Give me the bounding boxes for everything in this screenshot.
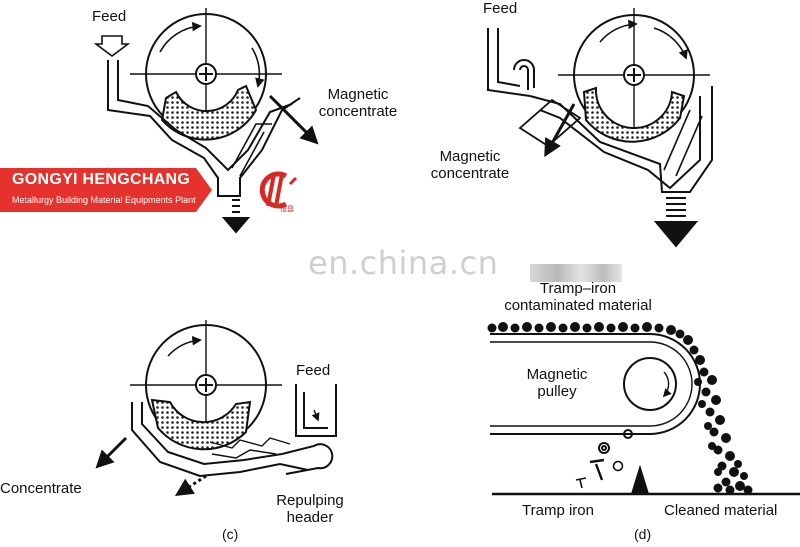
logo-caption: 恒昌: [280, 205, 294, 213]
panel-b-magnet: [582, 86, 686, 143]
panel-c-magnet: [150, 398, 252, 451]
panel-a-output-line1: Magnetic: [327, 86, 389, 103]
panel-a-tank: [107, 60, 301, 197]
panel-a-output-line2: concentrate: [318, 103, 398, 120]
banner-subtitle: Metallurgy Building Material Equipments …: [12, 195, 196, 205]
panel-c-header-label: Repulping header: [262, 492, 358, 526]
panel-a-magnet: [160, 84, 258, 141]
panel-c-header-line2: header: [286, 509, 334, 526]
panel-b-output-label: Magnetic concentrate: [418, 148, 522, 182]
watermark-blur-bar: [530, 264, 622, 282]
company-logo-icon: [259, 171, 298, 209]
panel-c-caption: (c): [222, 526, 239, 542]
panel-d-cleaned-label: Cleaned material: [664, 502, 778, 519]
panel-d-material-line1: Tramp–iron: [539, 280, 617, 297]
panel-d-magnetic-pulley: [490, 333, 800, 496]
panel-c-tank: [131, 402, 309, 478]
panel-c-separator: [95, 320, 337, 496]
panel-a-feed-label: Feed: [92, 8, 127, 25]
panel-d-pulley-line1: Magnetic: [526, 366, 588, 383]
panel-d-material-label: Tramp–iron contaminated material: [478, 280, 678, 314]
panel-d-caption: (d): [634, 526, 652, 542]
panel-d-pulley-label: Magnetic pulley: [512, 366, 602, 400]
watermark-text: en.china.cn: [308, 244, 499, 282]
panel-c-header-line1: Repulping: [276, 492, 344, 509]
panel-a-separator: [93, 8, 319, 234]
panel-d-material-line2: contaminated material: [504, 297, 652, 314]
company-banner: GONGYI HENGCHANG Metallurgy Building Mat…: [0, 168, 212, 212]
panel-d-pulley: [623, 357, 677, 411]
panel-c-concentrate-label: Concentrate: [0, 480, 82, 497]
panel-a-output-label: Magnetic concentrate: [308, 86, 408, 120]
panel-d-pulley-line2: pulley: [537, 383, 577, 400]
panel-b-output-line2: concentrate: [430, 165, 510, 182]
panel-d-material-particles: [487, 322, 753, 495]
panel-b-feed-label: Feed: [483, 0, 518, 17]
panel-c-feed-label: Feed: [296, 362, 331, 379]
banner-title: GONGYI HENGCHANG: [12, 171, 191, 188]
panel-d-tramp-label: Tramp iron: [522, 502, 594, 519]
panel-b-separator: [487, 8, 713, 248]
panel-b-output-line1: Magnetic: [439, 148, 501, 165]
